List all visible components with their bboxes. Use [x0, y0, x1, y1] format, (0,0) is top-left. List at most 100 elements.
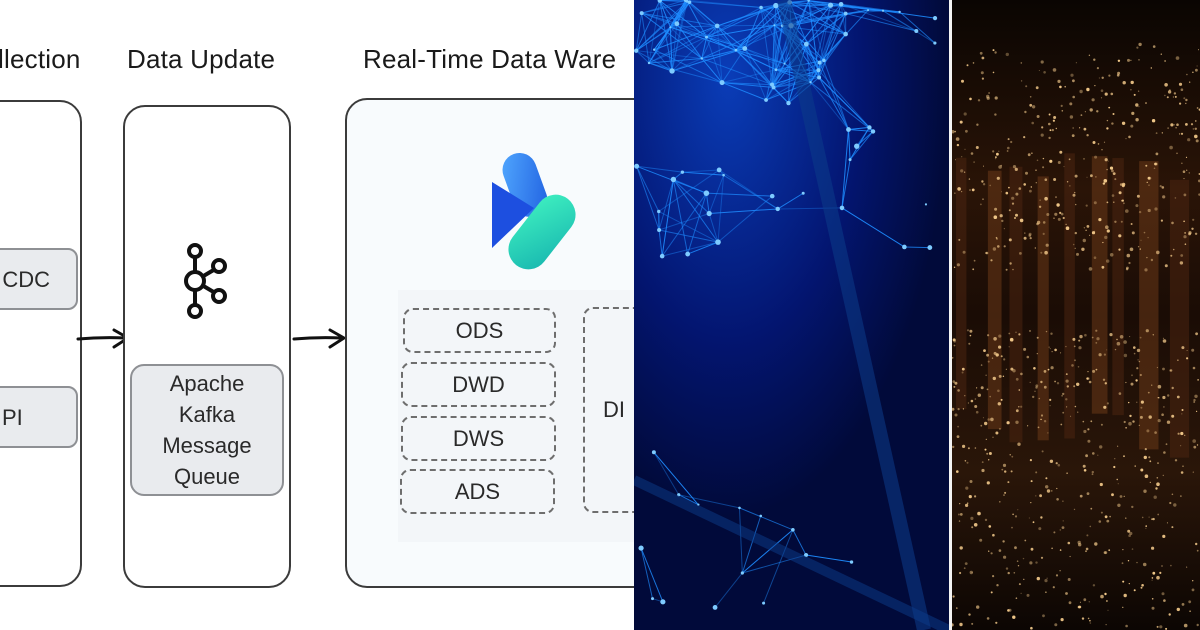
light-dot	[1066, 472, 1068, 475]
light-dot	[1063, 166, 1065, 168]
light-dot	[1183, 193, 1187, 197]
light-dot	[1125, 209, 1129, 213]
light-dot	[988, 92, 990, 94]
light-dot	[1154, 162, 1157, 166]
network-line	[706, 36, 745, 49]
light-dot	[979, 51, 983, 55]
light-dot	[1109, 166, 1114, 170]
light-dot	[1043, 370, 1047, 373]
light-dot	[982, 198, 984, 200]
light-dot	[1029, 96, 1032, 98]
light-dot	[1008, 346, 1010, 348]
light-dot	[1042, 166, 1045, 169]
light-dot	[956, 143, 960, 147]
layer-dws: DWS	[401, 416, 556, 461]
network-node	[712, 605, 718, 610]
light-dot	[959, 503, 961, 505]
network-line	[701, 25, 718, 59]
network-node	[849, 560, 854, 564]
network-line	[760, 7, 773, 85]
light-dot	[1030, 480, 1033, 483]
light-dot	[1092, 141, 1096, 144]
network-node	[651, 597, 655, 601]
light-dot	[1038, 397, 1041, 400]
light-dot	[1046, 213, 1050, 216]
network-line	[775, 25, 783, 70]
light-dot	[1191, 588, 1195, 592]
light-dot	[1084, 333, 1087, 337]
light-dot	[1056, 487, 1058, 490]
network-node	[786, 100, 791, 106]
light-dot	[986, 388, 989, 391]
light-dot	[1035, 384, 1039, 388]
light-dot	[1161, 132, 1163, 134]
network-line	[648, 0, 661, 64]
light-dot	[1013, 572, 1016, 574]
network-line	[701, 36, 708, 59]
light-dot	[1102, 182, 1106, 185]
light-dot	[1151, 577, 1154, 579]
light-dot	[1166, 420, 1171, 424]
light-dot	[1026, 593, 1030, 597]
light-dot	[1157, 513, 1160, 516]
network-line	[765, 25, 783, 101]
light-dot	[969, 570, 973, 575]
network-line	[848, 126, 870, 131]
light-dot	[974, 398, 977, 400]
light-dot	[961, 156, 963, 158]
light-dot	[1000, 164, 1002, 167]
light-dot	[1091, 231, 1096, 235]
light-dot	[1167, 127, 1169, 129]
light-dot	[957, 513, 960, 516]
network-line	[904, 246, 930, 249]
light-dot	[1030, 502, 1032, 504]
light-dot	[1006, 150, 1009, 152]
light-dot	[1176, 123, 1179, 126]
light-dot	[964, 148, 966, 150]
light-dot	[1163, 406, 1165, 408]
light-dot	[1070, 73, 1074, 77]
network-line	[653, 49, 723, 84]
light-dot	[1056, 498, 1059, 501]
network-node	[854, 143, 860, 149]
network-line	[636, 166, 660, 231]
light-dot	[997, 402, 1001, 406]
light-dot	[1040, 60, 1044, 64]
network-node	[742, 46, 748, 51]
light-dot	[984, 518, 988, 522]
light-dot	[1038, 70, 1040, 71]
light-dot	[1111, 194, 1115, 197]
network-line	[685, 0, 737, 51]
light-dot	[1162, 339, 1167, 343]
light-dot	[1106, 127, 1109, 130]
server-pillar	[987, 170, 1002, 430]
light-dot	[996, 584, 999, 587]
network-node	[827, 2, 834, 8]
light-dot	[1045, 243, 1049, 247]
light-dot	[1114, 220, 1117, 223]
light-dot	[1152, 517, 1155, 521]
light-dot	[1032, 395, 1035, 399]
light-dot	[1129, 336, 1131, 338]
light-dot	[1094, 542, 1098, 546]
light-dot	[956, 607, 958, 609]
light-dot	[1095, 329, 1098, 332]
light-dot	[1072, 193, 1076, 197]
network-node	[714, 23, 720, 29]
light-dot	[1161, 565, 1163, 567]
network-line	[685, 0, 762, 8]
heading-data-collection: llection	[0, 44, 81, 74]
light-dot	[1184, 434, 1186, 437]
light-dot	[1067, 541, 1071, 545]
light-dot	[1090, 507, 1093, 510]
light-dot	[1053, 116, 1057, 119]
light-dot	[1097, 143, 1100, 145]
light-dot	[1046, 489, 1051, 493]
light-dot	[1005, 52, 1009, 57]
light-dot	[1055, 462, 1058, 465]
network-node	[932, 16, 938, 21]
light-dot	[960, 169, 964, 173]
light-dot	[956, 435, 960, 438]
light-dot	[985, 251, 989, 255]
light-dot	[970, 516, 974, 521]
